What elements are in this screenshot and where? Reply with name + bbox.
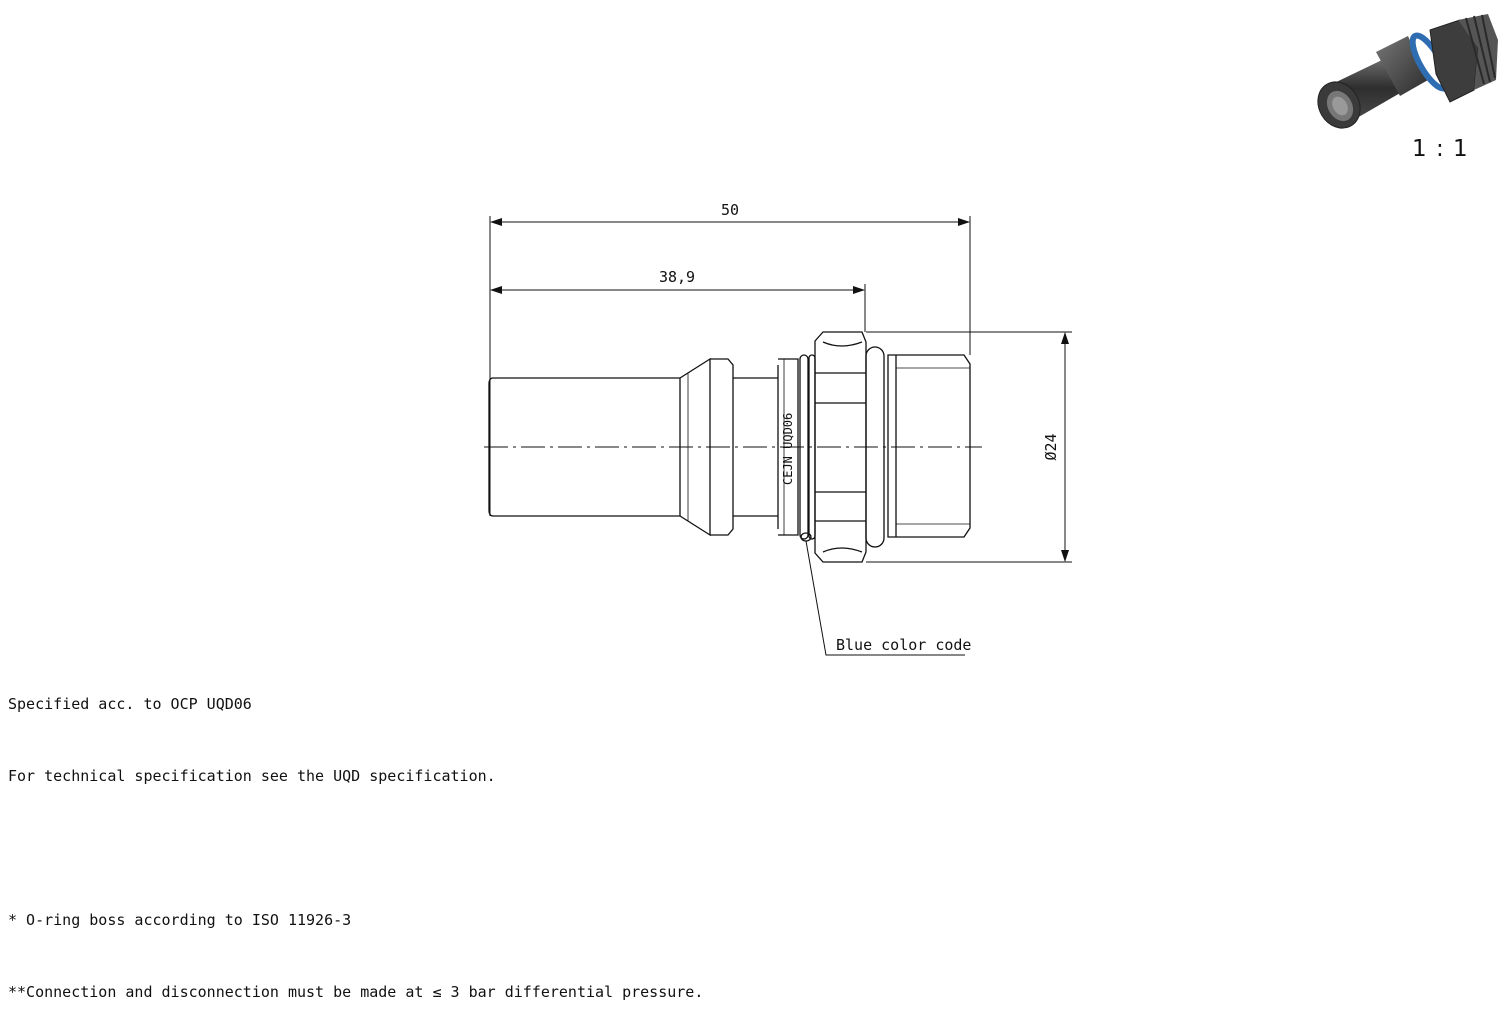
callout-label: Blue color code <box>836 636 971 654</box>
iso-3d-view <box>1317 14 1498 129</box>
note-pressure: **Connection and disconnection must be m… <box>8 983 704 1001</box>
dim-overall-length-label: 50 <box>721 201 739 219</box>
scale-label: 1 : 1 <box>1412 136 1469 162</box>
note-tech-spec: For technical specification see the UQD … <box>8 767 496 785</box>
callout-leader <box>805 540 965 656</box>
plug-tube <box>493 377 680 517</box>
coupling-side-view <box>484 331 982 563</box>
technical-drawing: CEJN UQD06 50 38,9 Ø24 Blue color code <box>484 14 1498 656</box>
engraving-text: CEJN UQD06 <box>781 413 795 485</box>
hex-nut <box>814 331 867 563</box>
dim-diameter-label: Ø24 <box>1042 433 1060 460</box>
note-spec: Specified acc. to OCP UQD06 <box>8 695 252 713</box>
thread-end <box>887 354 971 538</box>
note-spacer <box>8 836 703 860</box>
dimension-lines <box>489 216 1072 656</box>
notes-block: Specified acc. to OCP UQD06 For technica… <box>8 644 703 1028</box>
note-oring-boss: * O-ring boss according to ISO 11926-3 <box>8 911 352 929</box>
dim-partial-length-label: 38,9 <box>659 268 695 286</box>
